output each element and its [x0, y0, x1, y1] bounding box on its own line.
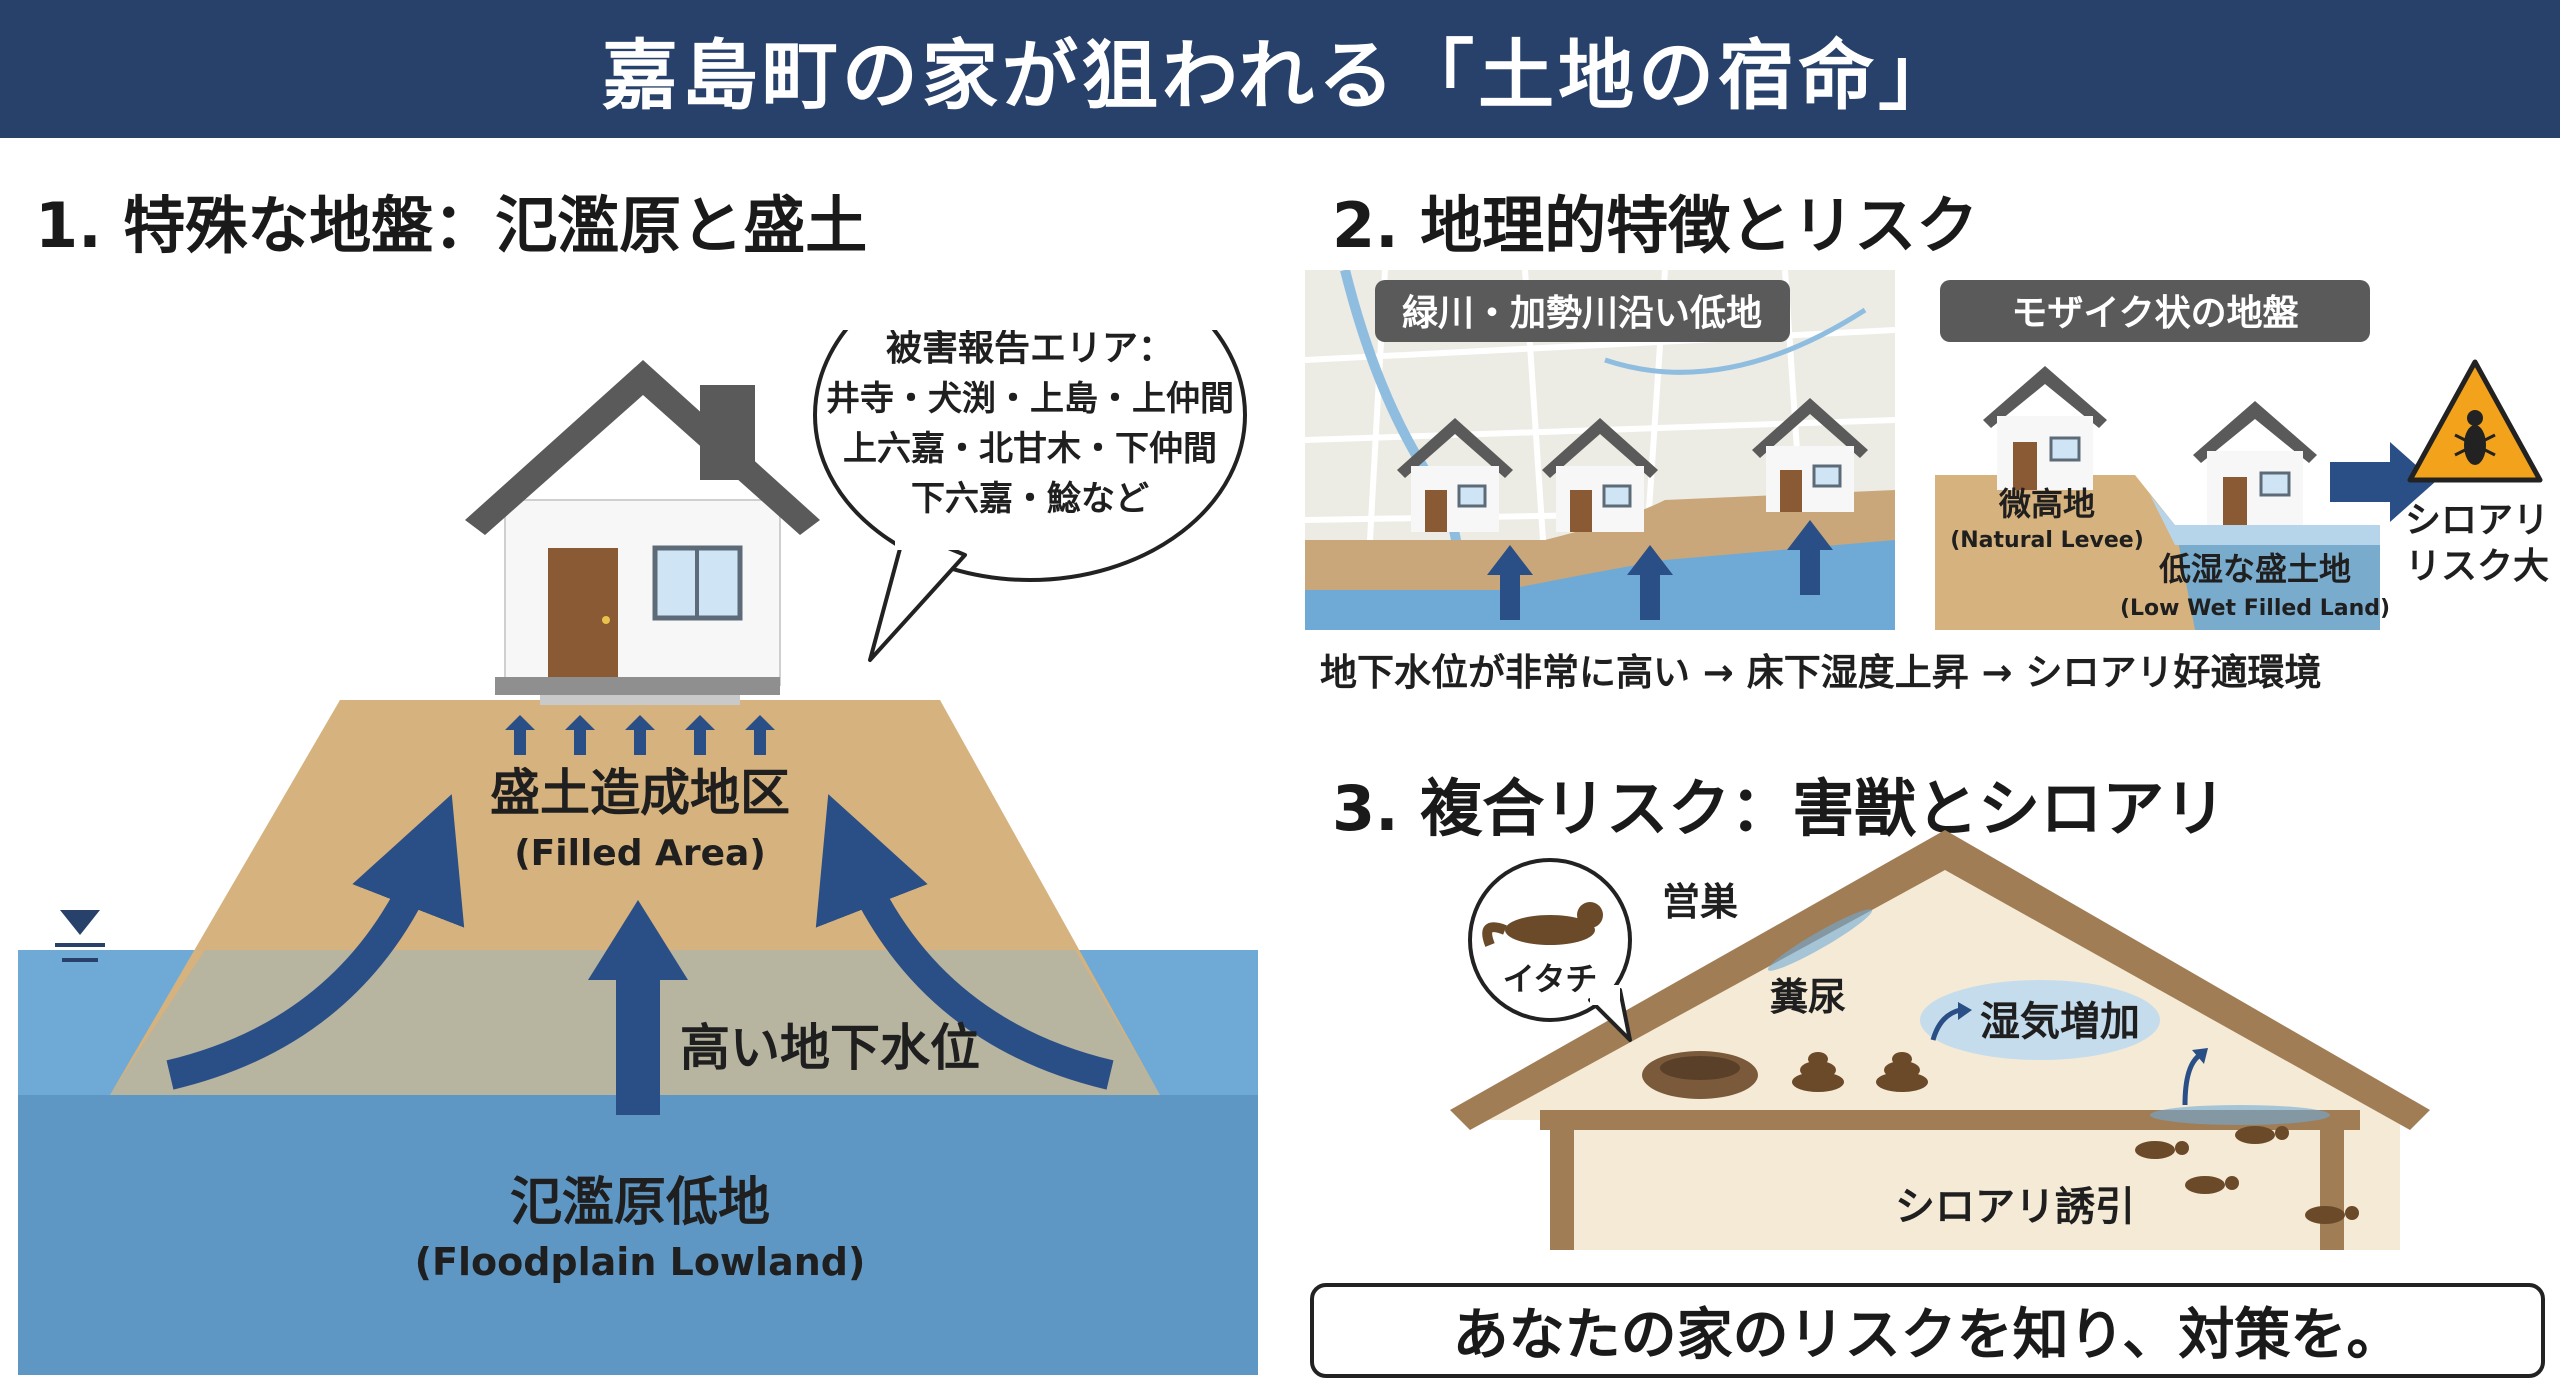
cta-box: あなたの家のリスクを知り、対策を。	[1310, 1283, 2545, 1378]
termite-risk-line2: リスク大	[2405, 546, 2549, 587]
termite-risk-line1: シロアリ	[2405, 500, 2549, 541]
groundwater-arrow-center	[588, 900, 688, 1115]
filled-area-en: (Filled Area)	[514, 833, 766, 874]
groundwater-arrow-left	[166, 794, 465, 1090]
damage-area-line1: 井寺・犬渕・上島・上仲間	[826, 379, 1234, 419]
humidity-cloud	[1920, 980, 2160, 1060]
nesting-label: 営巣	[1662, 880, 1738, 924]
seepage-arrows	[505, 715, 775, 755]
floodplain-label: 氾濫原低地	[510, 1173, 770, 1233]
mosaic-badge-text: モザイク状の地盤	[2011, 293, 2298, 334]
house-icon	[465, 360, 820, 705]
damage-area-title: 被害報告エリア：	[886, 330, 1174, 369]
wet-land-en: (Low Wet Filled Land)	[2120, 596, 2390, 621]
mosaic-panel: モザイク状の地盤 微高地 (Natural Levee) 低湿な盛土地 (Low…	[1935, 280, 2549, 630]
section2-heading: 2. 地理的特徴とリスク	[1332, 189, 1979, 262]
high-ground-label: 微高地	[1998, 485, 2095, 523]
map-badge	[1375, 280, 1790, 342]
wet-land-label: 低湿な盛土地	[2159, 550, 2351, 588]
warning-termite-icon	[2407, 359, 2543, 483]
risk-arrow	[2330, 442, 2435, 522]
damage-area-bubble	[813, 330, 1247, 662]
termite-lure-label: シロアリ誘引	[1895, 1184, 2135, 1230]
mosaic-badge	[1940, 280, 2370, 342]
mosaic-house-low	[2193, 401, 2317, 525]
risk-chain: 地下水位が非常に高い → 床下湿度上昇 → シロアリ好適環境	[1320, 651, 2322, 694]
damage-area-line3: 下六嘉・鯰など	[911, 479, 1149, 519]
humidity-label: 湿気増加	[1980, 999, 2140, 1045]
title-bar: 嘉島町の家が狙われる「土地の宿命」	[0, 0, 2560, 138]
section3-heading: 3. 複合リスク：害獣とシロアリ	[1332, 772, 2227, 845]
section1-heading: 1. 特殊な地盤：氾濫原と盛土	[35, 189, 868, 262]
high-ground-en: (Natural Levee)	[1950, 528, 2144, 553]
nest-icon	[1642, 1051, 1758, 1099]
attic-diagram: イタチ 営巣 糞尿 湿気増加 シロアリ誘引	[1450, 830, 2430, 1250]
page-title: 嘉島町の家が狙われる「土地の宿命」	[601, 31, 1959, 120]
mosaic-house-high	[1983, 366, 2107, 490]
droppings-icon	[1792, 1052, 1928, 1092]
map-up-arrows	[1487, 520, 1833, 620]
termite-icon	[2135, 1126, 2359, 1224]
weasel-bubble	[1468, 858, 1632, 1042]
section1-diagram: 盛土造成地区 (Filled Area) 高い地下水位 氾濫原低地 (Flood…	[18, 330, 1258, 1375]
floodplain-layer	[18, 1095, 1258, 1375]
groundwater-arrow-right	[815, 794, 1114, 1090]
map-houses	[1397, 398, 1868, 532]
damage-area-line2: 上六嘉・北甘木・下仲間	[843, 429, 1217, 469]
map-panel: 緑川・加勢川沿い低地	[1305, 270, 1895, 630]
water-level-icon	[55, 910, 105, 962]
map-badge-text: 緑川・加勢川沿い低地	[1402, 293, 1762, 334]
groundwater-label: 高い地下水位	[680, 1019, 980, 1077]
floodplain-en: (Floodplain Lowland)	[415, 1240, 866, 1284]
weasel-icon	[1482, 902, 1603, 947]
droppings-label: 糞尿	[1770, 975, 1846, 1019]
weasel-label: イタチ	[1503, 960, 1598, 998]
filled-area-label: 盛土造成地区	[490, 764, 790, 822]
cta-text: あなたの家のリスクを知り、対策を。	[1452, 1303, 2403, 1368]
